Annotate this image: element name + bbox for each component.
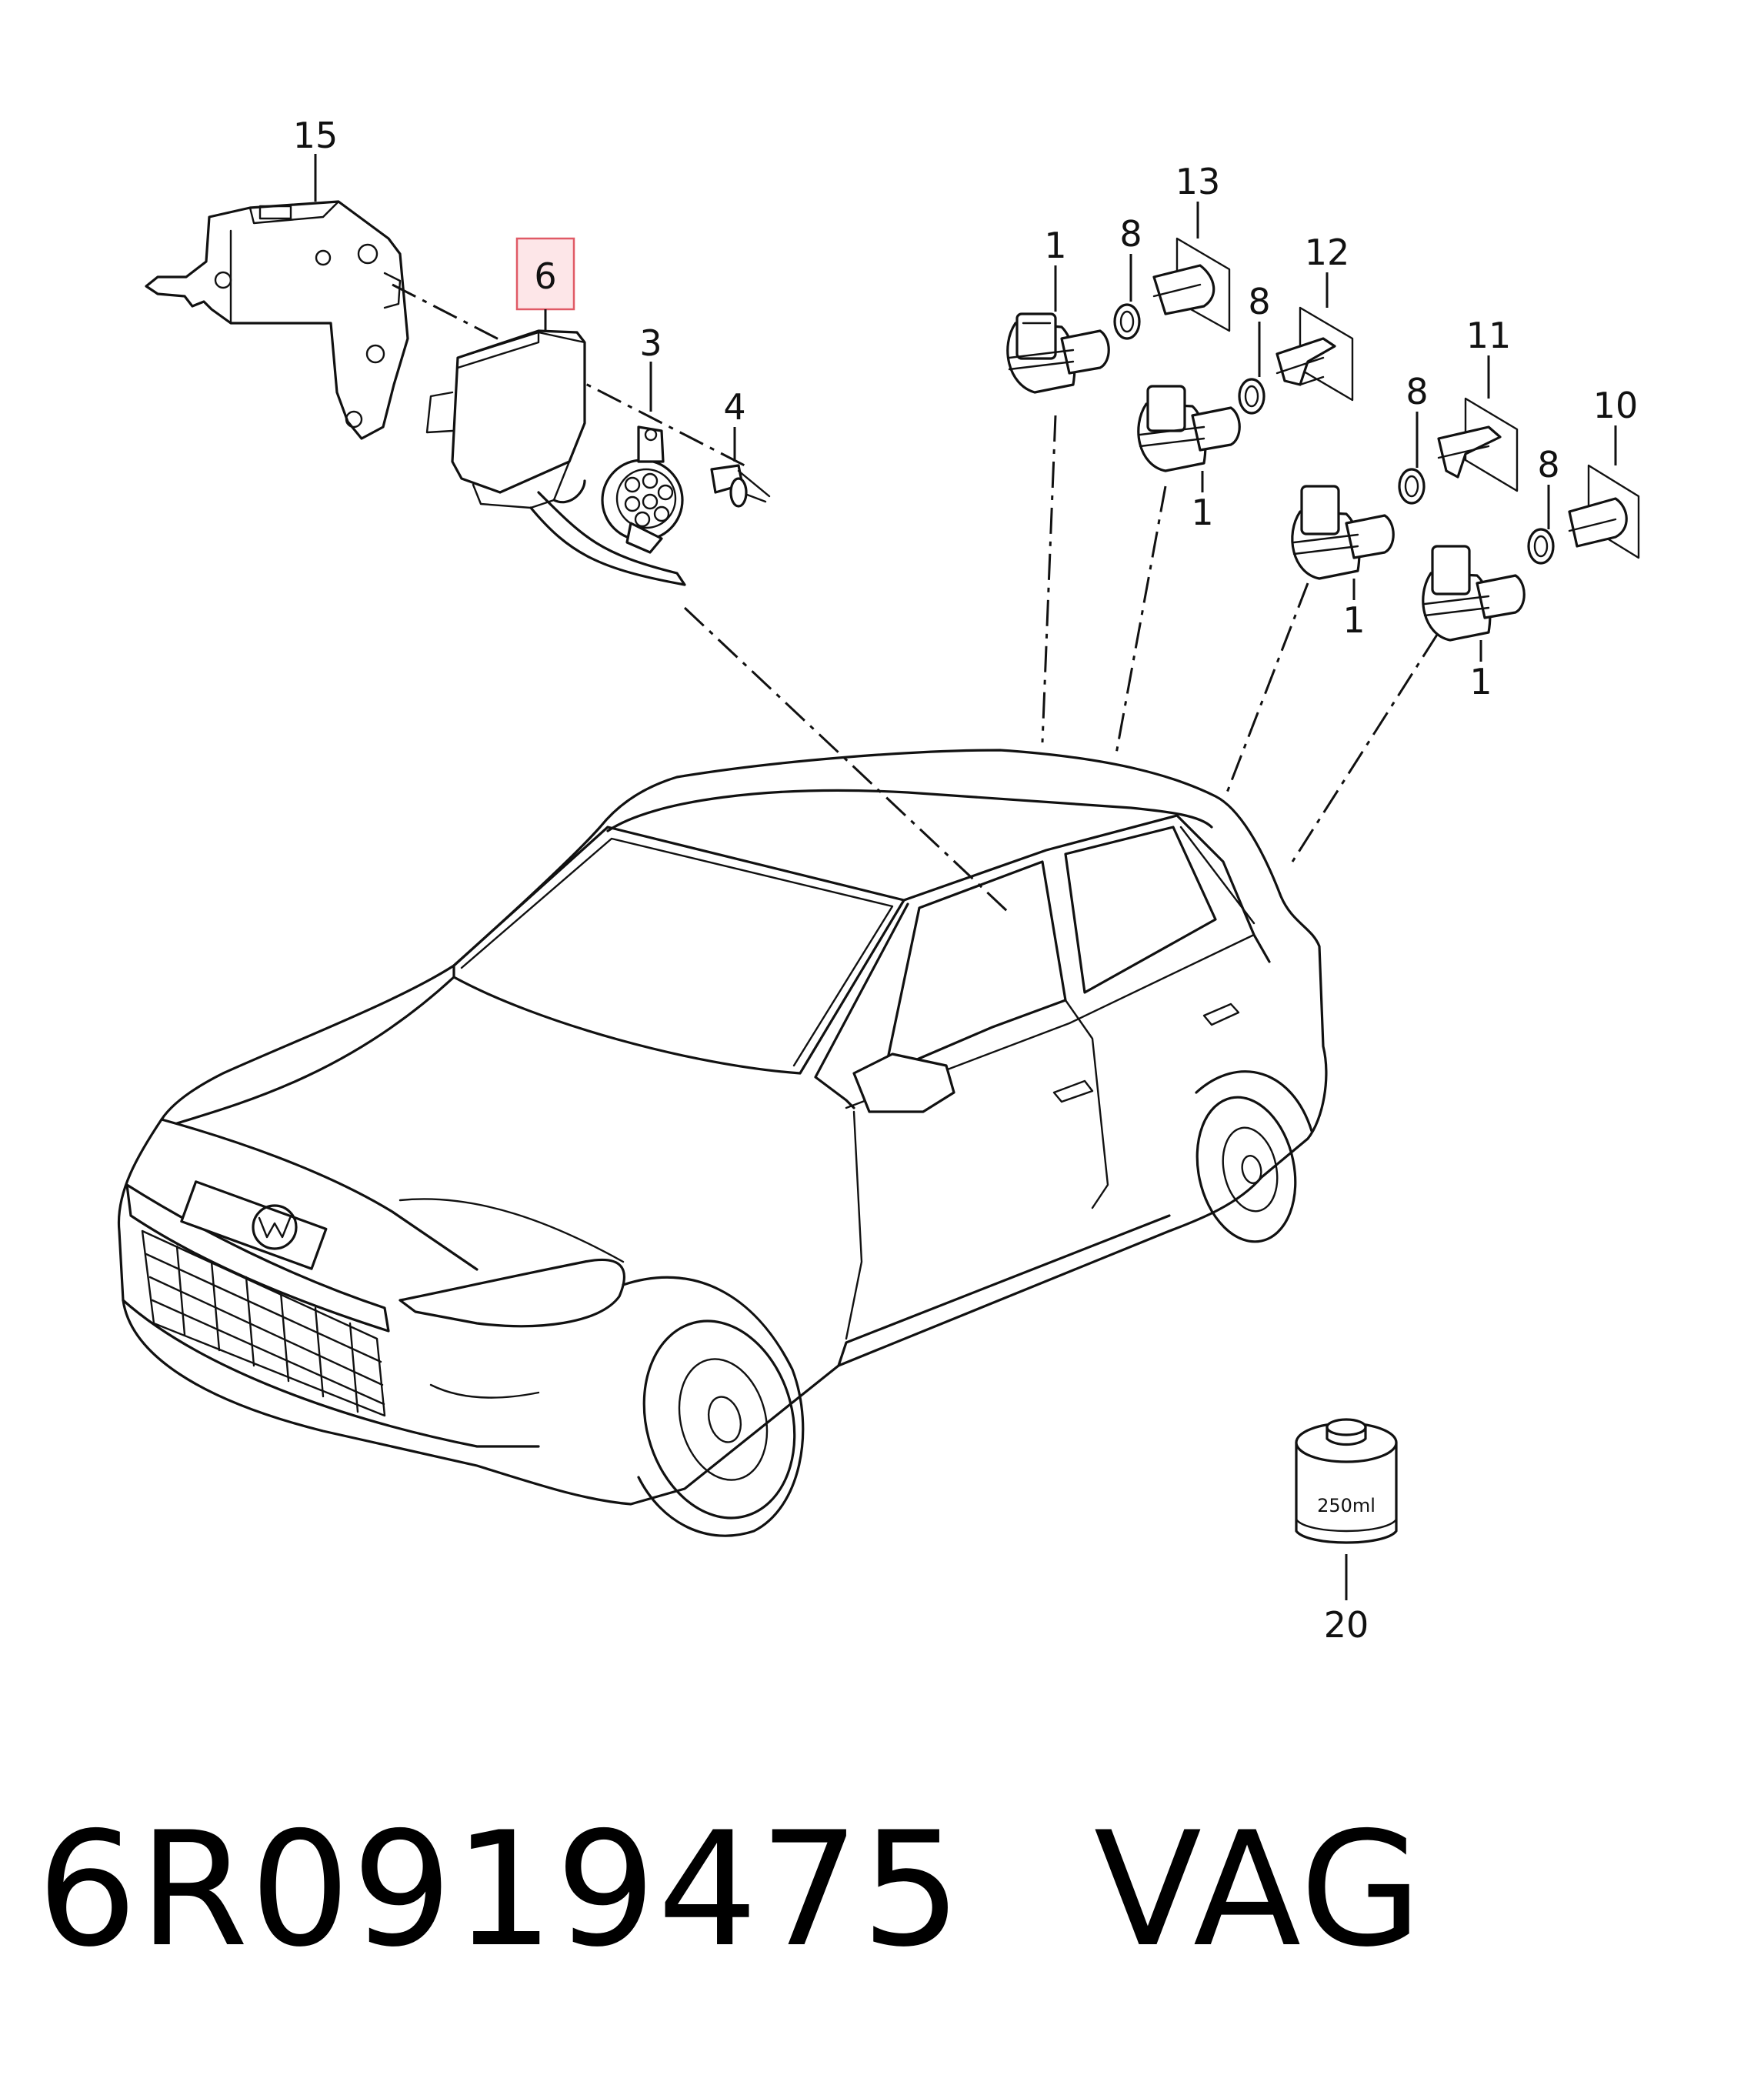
sensor-holder-12: [1275, 306, 1354, 402]
callout-13: 13: [1175, 161, 1221, 202]
part-number: 6R0919475: [37, 1799, 963, 1982]
callout-10: 10: [1593, 385, 1639, 426]
brand-name: VAG: [1093, 1799, 1424, 1982]
parking-sensor-1b: [1137, 385, 1241, 472]
car-illustration: [117, 749, 1328, 1537]
callout-1a: 1: [1044, 225, 1066, 266]
callout-12: 12: [1305, 232, 1350, 273]
cleaning-fluid-bottle: 250ml: [1295, 1418, 1398, 1544]
callout-11: 11: [1466, 315, 1512, 356]
callout-15: 15: [293, 115, 338, 156]
parking-sensor-1a: [1006, 312, 1110, 394]
callout-6: 6: [534, 255, 556, 297]
sensor-holder-11: [1437, 397, 1519, 492]
callout-4: 4: [723, 386, 745, 428]
callout-8b: 8: [1248, 281, 1270, 322]
callout-8d: 8: [1537, 444, 1559, 485]
expanding-rivet: [710, 464, 771, 508]
sensor-holder-10: [1568, 464, 1640, 559]
warning-buzzer: [601, 425, 684, 554]
parking-sensor-1d: [1422, 545, 1526, 642]
decoupling-ring-8b: [1238, 378, 1265, 415]
callout-3: 3: [639, 322, 662, 364]
decoupling-ring-8c: [1398, 468, 1426, 505]
callout-1b: 1: [1191, 492, 1213, 533]
parking-aid-control-unit: [425, 329, 686, 586]
callout-8c: 8: [1406, 371, 1428, 412]
mounting-bracket: [145, 200, 409, 440]
decoupling-ring-8a: [1113, 303, 1141, 340]
callout-20: 20: [1324, 1604, 1369, 1646]
callout-1d: 1: [1469, 661, 1492, 702]
bottle-volume-label: 250ml: [1317, 1495, 1376, 1516]
callout-1c: 1: [1342, 599, 1365, 641]
sensor-holder-13: [1152, 237, 1231, 332]
callout-8a: 8: [1119, 213, 1142, 255]
decoupling-ring-8d: [1527, 528, 1555, 565]
parking-sensor-1c: [1291, 485, 1395, 580]
